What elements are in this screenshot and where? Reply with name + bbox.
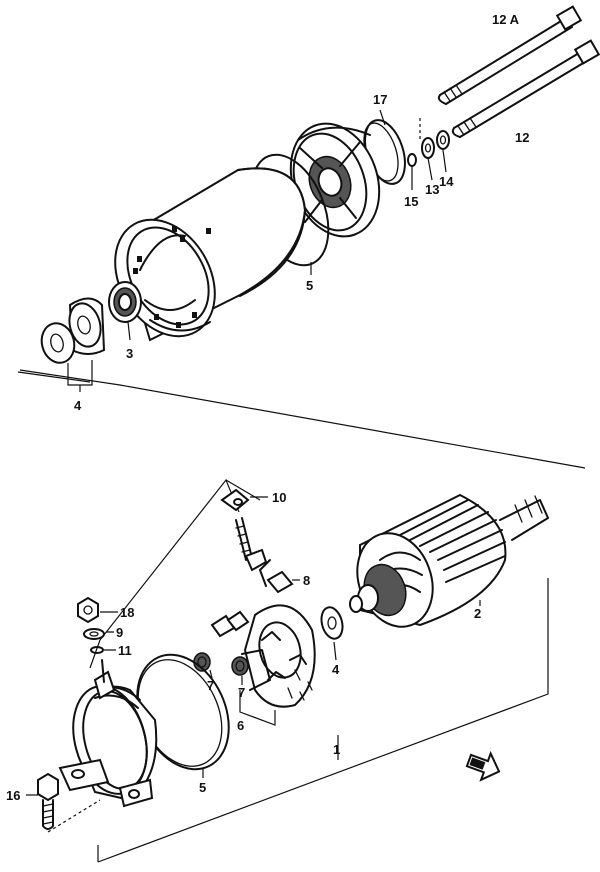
front-housing bbox=[58, 659, 158, 808]
label-4-lower: 4 bbox=[332, 662, 340, 677]
label-12a: 12 A bbox=[492, 12, 520, 27]
label-11: 11 bbox=[118, 643, 132, 658]
label-18: 18 bbox=[120, 605, 134, 620]
label-4-upper: 4 bbox=[74, 398, 82, 413]
oil-seal-3 bbox=[108, 281, 142, 323]
label-3: 3 bbox=[126, 346, 133, 361]
label-7a: 7 bbox=[207, 678, 214, 693]
yoke bbox=[114, 167, 307, 342]
armature bbox=[349, 493, 549, 628]
label-5-upper: 5 bbox=[306, 278, 313, 293]
bolt-16 bbox=[37, 772, 59, 830]
label-10: 10 bbox=[272, 490, 286, 505]
label-8: 8 bbox=[303, 573, 310, 588]
through-bolt-12 bbox=[451, 39, 600, 138]
label-12: 12 bbox=[515, 130, 529, 145]
washer-14 bbox=[436, 130, 450, 150]
through-bolt-12a bbox=[437, 5, 583, 105]
label-5-lower: 5 bbox=[199, 780, 206, 795]
brush-8 bbox=[259, 559, 294, 594]
circlip-15 bbox=[407, 153, 417, 167]
washer-4-upper bbox=[40, 297, 106, 364]
spring-washer-11 bbox=[90, 646, 104, 654]
label-2: 2 bbox=[474, 606, 481, 621]
label-7b: 7 bbox=[238, 685, 245, 700]
brush-holder-plate bbox=[210, 604, 316, 708]
label-1: 1 bbox=[333, 742, 340, 757]
terminal-bolt-10 bbox=[220, 488, 268, 572]
label-14: 14 bbox=[439, 174, 454, 189]
washer-4-lower bbox=[320, 606, 344, 640]
brush-spring-7b bbox=[231, 656, 249, 676]
label-15: 15 bbox=[404, 194, 418, 209]
washer-13 bbox=[421, 137, 435, 159]
label-17: 17 bbox=[373, 92, 387, 107]
washer-9 bbox=[83, 628, 105, 640]
label-9: 9 bbox=[116, 625, 123, 640]
nut-18 bbox=[77, 596, 99, 624]
label-6: 6 bbox=[237, 718, 244, 733]
label-16: 16 bbox=[6, 788, 20, 803]
fwd-arrow-icon bbox=[465, 750, 501, 782]
label-13: 13 bbox=[425, 182, 439, 197]
